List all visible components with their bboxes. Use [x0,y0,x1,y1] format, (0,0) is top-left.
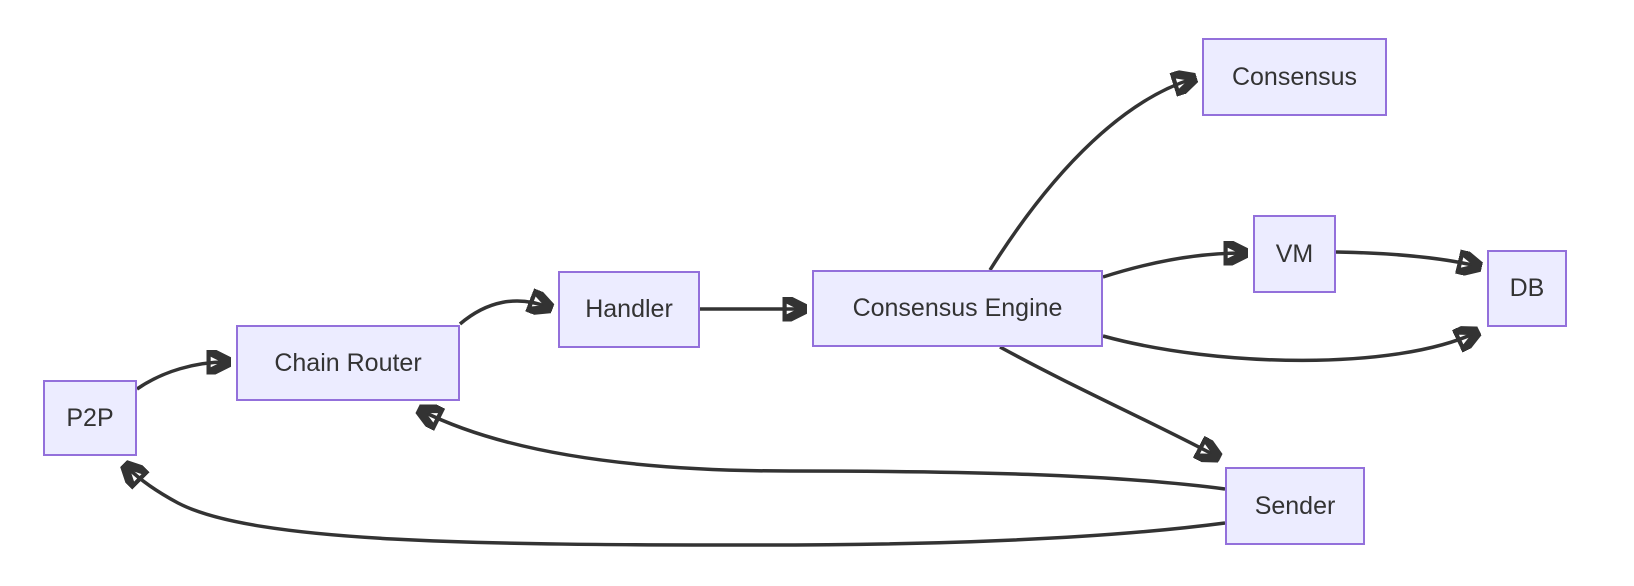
node-db: DB [1487,250,1567,327]
edge-consensus-engine-to-db [1102,333,1475,363]
edge-consensus-engine-to-consensus [988,79,1192,271]
node-chain-router: Chain Router [236,325,460,401]
node-handler: Handler [558,271,700,348]
node-sender: Sender [1225,467,1365,545]
node-p2p: P2P [43,380,137,456]
node-consensus: Consensus [1202,38,1387,116]
edge-chain-router-to-handler [458,301,548,326]
edge-sender-to-p2p [127,467,1226,547]
node-vm: VM [1253,215,1336,293]
edge-p2p-to-chain-router [136,362,226,391]
edge-consensus-engine-to-vm [1102,253,1243,279]
edge-sender-to-chain-router [422,411,1226,491]
edge-vm-to-db [1335,252,1477,266]
node-consensus-engine: Consensus Engine [812,270,1103,347]
edge-consensus-engine-to-sender [999,345,1216,456]
